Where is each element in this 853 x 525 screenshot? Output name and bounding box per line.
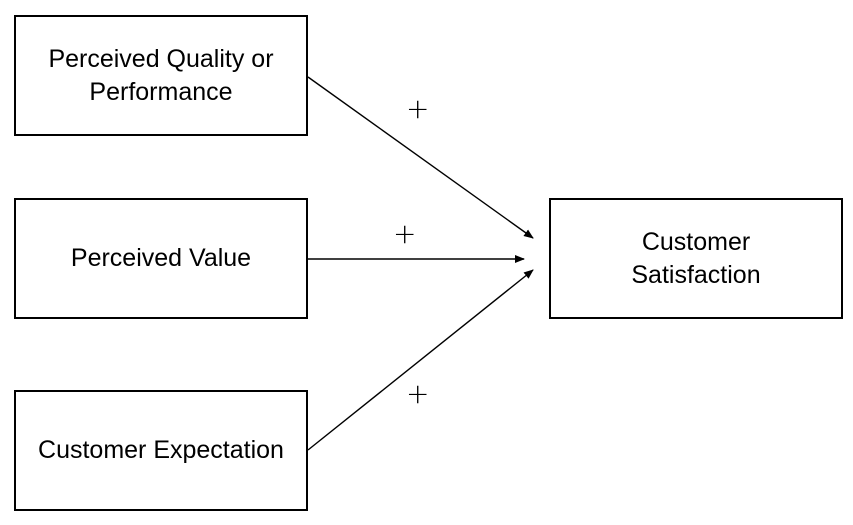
node-label-line: Customer Expectation bbox=[38, 436, 284, 465]
edge-sign-expectation: + bbox=[406, 377, 430, 410]
node-customer-expectation: Customer Expectation bbox=[14, 390, 308, 511]
edge-sign-value: + bbox=[393, 217, 417, 250]
node-label-line: Customer bbox=[641, 228, 751, 256]
arrow-expectation-to-satisfaction bbox=[307, 269, 534, 451]
node-perceived-quality: Perceived Quality or Performance bbox=[14, 15, 308, 136]
edge-sign-quality: + bbox=[406, 92, 430, 125]
node-label-line: Satisfaction bbox=[631, 260, 761, 289]
node-label-line: Perceived Value bbox=[70, 244, 252, 273]
node-label-line: Perceived Quality or bbox=[48, 45, 274, 73]
node-label-line: Performance bbox=[89, 77, 233, 106]
node-customer-satisfaction: Customer Satisfaction bbox=[549, 198, 843, 319]
node-perceived-value: Perceived Value bbox=[14, 198, 308, 319]
arrow-quality-to-satisfaction bbox=[307, 76, 534, 239]
